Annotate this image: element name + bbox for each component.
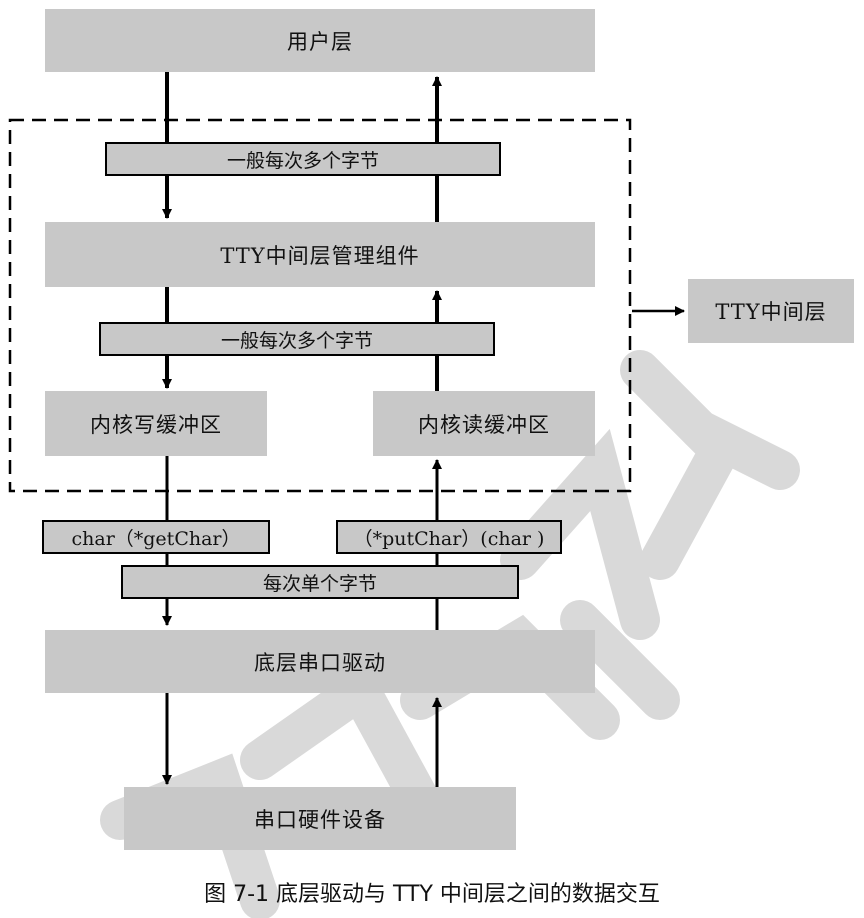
tty-middle-layer-box: TTY中间层 xyxy=(688,279,854,343)
get-char-label: char（*getChar） xyxy=(42,520,270,554)
hardware-device-box: 串口硬件设备 xyxy=(124,787,516,850)
kernel-read-buffer-box: 内核读缓冲区 xyxy=(373,391,595,456)
user-layer-box: 用户层 xyxy=(45,9,595,72)
bytes-upper-label: 一般每次多个字节 xyxy=(105,142,501,176)
bytes-middle-label: 一般每次多个字节 xyxy=(99,322,495,356)
single-byte-label: 每次单个字节 xyxy=(121,565,519,599)
kernel-write-buffer-box: 内核写缓冲区 xyxy=(45,391,267,456)
tty-layer-region xyxy=(8,118,632,493)
put-char-label: （*putChar）(char ) xyxy=(336,520,562,554)
low-driver-box: 底层串口驱动 xyxy=(45,630,595,693)
tty-core-box: TTY中间层管理组件 xyxy=(45,222,595,287)
figure-caption: 图 7-1 底层驱动与 TTY 中间层之间的数据交互 xyxy=(204,882,660,907)
